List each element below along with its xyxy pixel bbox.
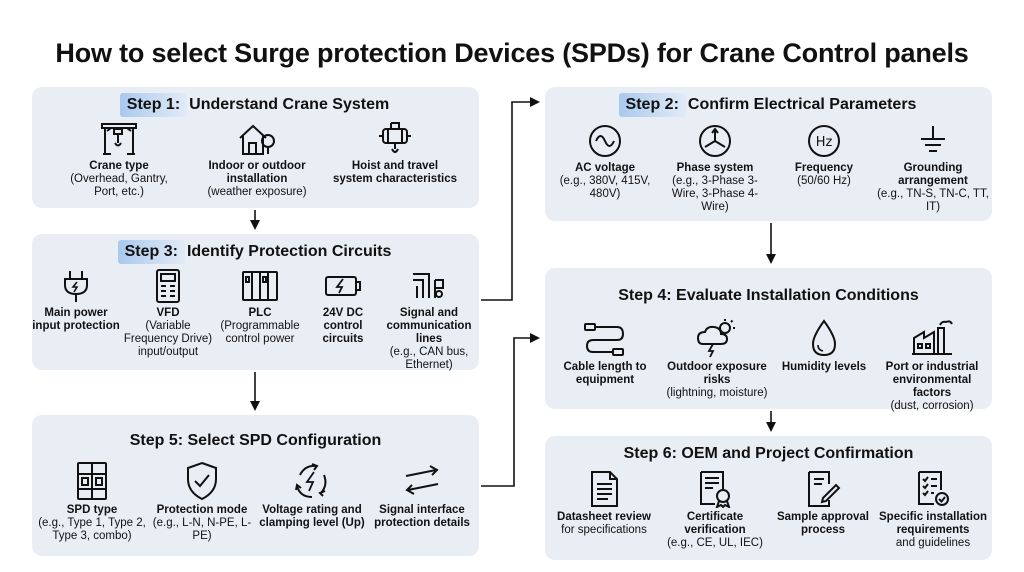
step-6-title: Step 6: OEM and Project Confirmation (623, 445, 914, 462)
humidity-item: Humidity levels (777, 318, 871, 374)
arrow-step3-to-step2 (481, 97, 540, 301)
step-5-title: Step 5: Select SPD Configuration (129, 432, 382, 449)
vfd-item: VFD (Variable Frequency Drive) input/out… (120, 268, 216, 359)
step-2-title: Confirm Electrical Parameters (687, 96, 917, 113)
storm-icon (696, 319, 735, 358)
hoist-drum-icon (379, 122, 411, 153)
vfd-drive-icon (156, 269, 180, 303)
approval-edit-icon (808, 471, 841, 507)
outdoor-risk-item: Outdoor exposure risks (lightning, moist… (663, 318, 771, 400)
frequency-item: Hz Frequency (50/60 Hz) (773, 123, 875, 188)
arrow-step5-to-step4 (481, 333, 540, 487)
swap-arrows-icon (405, 465, 439, 495)
signal-comm-item: Signal and communication lines (e.g., CA… (378, 268, 480, 372)
droplet-icon (811, 319, 837, 357)
dc-battery-icon (325, 276, 361, 296)
sample-approval-item: Sample approval process (775, 470, 871, 537)
step-4-title: Step 4: Evaluate Installation Conditions (618, 287, 919, 304)
plc-icon (242, 271, 278, 301)
certificate-item: Certificate verification (e.g., CE, UL, … (655, 470, 775, 550)
crane-type-item: Crane type (Overhead, Gantry, Port, etc.… (58, 121, 180, 199)
datasheet-icon (591, 471, 618, 507)
datasheet-item: Datasheet review for specifications (551, 470, 657, 537)
step-1-heading: Step 1:Understand Crane System (32, 93, 479, 117)
checklist-icon (918, 471, 949, 506)
phase-system-item: Phase system (e.g., 3-Phase 3-Wire, 3-Ph… (659, 123, 771, 214)
grounding-item: Grounding arrangement (e.g., TN-S, TN-C,… (877, 123, 989, 214)
step-2-number: Step 2: (618, 93, 686, 117)
voltage-cycle-icon (295, 463, 327, 498)
port-industrial-item: Port or industrial environmental factors… (873, 318, 991, 413)
step-1-number: Step 1: (119, 93, 188, 117)
step-3-heading: Step 3:Identify Protection Circuits (32, 240, 479, 264)
power-plug-icon (64, 271, 88, 302)
hz-icon: Hz (808, 125, 840, 157)
spd-type-item: SPD type (e.g., Type 1, Type 2, Type 3, … (36, 461, 148, 543)
protection-mode-item: Protection mode (e.g., L-N, N-PE, L-PE) (152, 461, 252, 543)
step-5-heading: Step 5: Select SPD Configuration (32, 429, 479, 453)
step-3-number: Step 3: (117, 240, 185, 264)
voltage-rating-item: Voltage rating and clamping level (Up) (254, 461, 370, 530)
step-1-panel: Step 1:Understand Crane System Crane typ… (32, 87, 479, 208)
svg-text:Hz: Hz (816, 135, 833, 150)
step-4-heading: Step 4: Evaluate Installation Conditions (545, 284, 992, 308)
signal-lines-icon (413, 273, 444, 298)
three-phase-icon (699, 125, 731, 157)
step-6-heading: Step 6: OEM and Project Confirmation (545, 442, 992, 466)
step-5-panel: Step 5: Select SPD Configuration SPD typ… (32, 415, 479, 556)
main-power-item: Main power input protection (32, 268, 120, 333)
install-requirements-item: Specific installation requirements and g… (875, 470, 991, 550)
factory-icon (912, 320, 953, 355)
dc-control-item: 24V DC control circuits (308, 268, 378, 346)
plc-item: PLC (Programmable control power (212, 268, 308, 346)
step-3-title: Identify Protection Circuits (186, 243, 392, 260)
cable-length-item: Cable length to equipment (551, 318, 659, 387)
gantry-crane-icon (101, 123, 137, 155)
ac-voltage-item: AC voltage (e.g., 380V, 415V, 480V) (551, 123, 659, 201)
ground-icon (921, 126, 945, 152)
house-tree-icon (239, 124, 275, 155)
page-title: How to select Surge protection Devices (… (55, 38, 969, 68)
step-1-title: Understand Crane System (189, 96, 390, 113)
indoor-outdoor-item: Indoor or outdoor installation (weather … (196, 121, 318, 199)
step-3-panel: Step 3:Identify Protection Circuits Main… (32, 234, 480, 372)
spd-module-icon (77, 462, 107, 500)
hoist-travel-item: Hoist and travel system characteristics (332, 121, 458, 186)
certificate-icon (700, 471, 731, 508)
cable-icon (584, 323, 625, 356)
step-2-panel: Step 2:Confirm Electrical Parameters AC … (545, 87, 992, 221)
step-2-heading: Step 2:Confirm Electrical Parameters (545, 93, 992, 117)
signal-interface-item: Signal interface protection details (366, 461, 478, 530)
sine-wave-icon (589, 125, 621, 157)
shield-check-icon (187, 461, 217, 501)
step-4-panel: Step 4: Evaluate Installation Conditions… (545, 268, 992, 412)
step-6-panel: Step 6: OEM and Project Confirmation Dat… (545, 436, 992, 560)
